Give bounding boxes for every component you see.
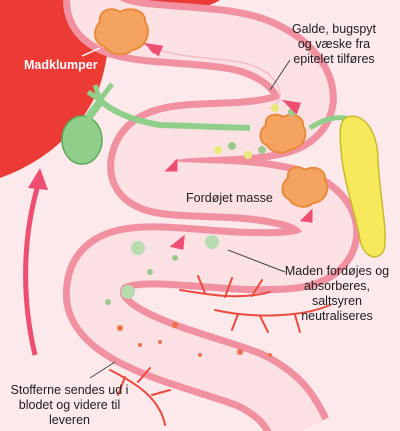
vessel-3 xyxy=(109,367,171,426)
particle xyxy=(268,353,272,357)
leader-maden xyxy=(227,249,286,273)
label-maden-line2: absorberes, xyxy=(303,279,370,293)
label-galde: Galde, bugspyt og væske fra epitelet til… xyxy=(275,22,393,67)
return-arrow-shaft xyxy=(23,184,41,356)
particle xyxy=(198,353,202,357)
label-stoffer-line2: blodet og videre til xyxy=(18,398,121,412)
arrow-3 xyxy=(299,208,313,223)
label-madklumper: Madklumper xyxy=(24,58,98,72)
food-clump-3 xyxy=(281,166,329,208)
particle xyxy=(105,299,111,305)
particle xyxy=(172,255,178,261)
vessel-2 xyxy=(214,304,331,333)
bile-duct xyxy=(97,97,251,131)
food-clump-1 xyxy=(94,8,149,56)
arrow-5 xyxy=(281,99,302,115)
particle xyxy=(147,269,153,275)
particle xyxy=(244,151,252,159)
particle xyxy=(228,142,236,150)
arrow-1 xyxy=(143,42,164,57)
intestine-lumen xyxy=(70,0,354,431)
gallbladder-neck xyxy=(84,99,104,121)
arrow-2 xyxy=(164,158,178,172)
flow-arrows xyxy=(143,42,313,250)
particle xyxy=(158,340,162,344)
label-galde-line2: og væske fra xyxy=(297,37,371,51)
leader-stoffer xyxy=(89,361,116,379)
leader-galde xyxy=(269,59,291,91)
pancreas xyxy=(308,115,386,258)
particle xyxy=(121,285,135,299)
food-clump-2 xyxy=(259,113,307,154)
leader-madklumper xyxy=(81,47,101,57)
particle xyxy=(271,104,279,112)
particle xyxy=(258,146,266,154)
gallbladder xyxy=(61,82,251,165)
label-maden-line1: Maden fordøjes og xyxy=(284,264,390,278)
label-stoffer: Stofferne sendes ud i blodet og videre t… xyxy=(2,383,137,428)
label-fordojet: Fordøjet masse xyxy=(186,191,273,205)
leader-lines-dark xyxy=(89,59,291,379)
particle xyxy=(214,146,222,154)
particle xyxy=(172,322,178,328)
arrow-4 xyxy=(169,234,185,250)
particles xyxy=(105,104,296,357)
pancreas-body xyxy=(339,115,386,258)
label-galde-line3: epitelet tilføres xyxy=(293,52,375,66)
blood-vessels xyxy=(109,275,331,426)
food-clumps xyxy=(94,8,329,208)
particle xyxy=(131,241,145,255)
label-stoffer-line3: leveren xyxy=(49,413,90,427)
label-maden-line3: saltsyren xyxy=(311,294,363,308)
particle xyxy=(237,349,243,355)
stomach xyxy=(0,0,110,178)
return-arrow-head xyxy=(28,168,48,190)
label-stoffer-line1: Stofferne sendes ud i xyxy=(10,383,129,397)
bile-duct-branch xyxy=(86,82,114,103)
leader-lines xyxy=(81,47,101,57)
particle xyxy=(117,325,123,331)
particle xyxy=(205,235,219,249)
gallbladder-body xyxy=(61,115,103,165)
particle xyxy=(138,343,142,347)
label-maden-line4: neutraliseres xyxy=(301,309,373,323)
label-maden: Maden fordøjes og absorberes, saltsyren … xyxy=(276,264,398,324)
vessel-1 xyxy=(179,275,271,298)
label-galde-line1: Galde, bugspyt xyxy=(291,22,377,36)
